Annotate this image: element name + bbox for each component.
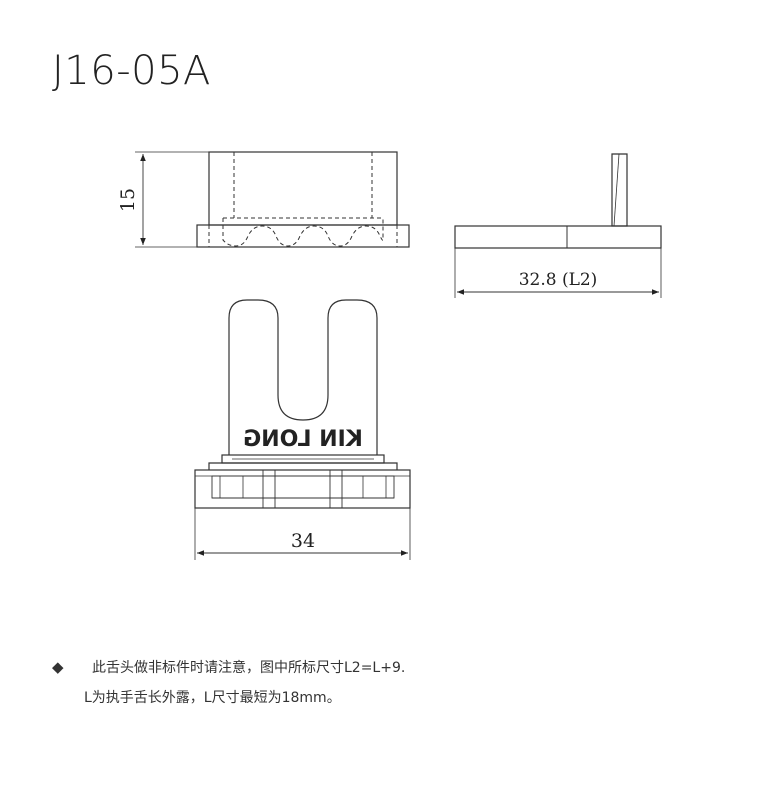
top-view [194, 299, 411, 560]
note-block: ◆ 此舌头做非标件时请注意，图中所标尺寸L2=L+9. L为执手舌长外露，L尺寸最… [52, 652, 405, 713]
width-dimension-label: 34 [291, 530, 315, 552]
note-line-2: L为执手舌长外露，L尺寸最短为18mm。 [84, 690, 341, 706]
diamond-bullet-icon: ◆ [52, 658, 64, 676]
side-view [454, 153, 662, 298]
note-line-1: ◆ 此舌头做非标件时请注意，图中所标尺寸L2=L+9. [52, 652, 405, 683]
drawing-title: J16-05A [52, 48, 211, 94]
length-dimension-label: 32.8 (L2) [519, 270, 598, 290]
note-text-1: 此舌头做非标件时请注意，图中所标尺寸L2=L+9. [92, 660, 406, 676]
front-view [135, 151, 410, 248]
height-dimension-label: 15 [117, 188, 139, 212]
brand-mark-mirrored: KIN LONG [243, 427, 363, 452]
